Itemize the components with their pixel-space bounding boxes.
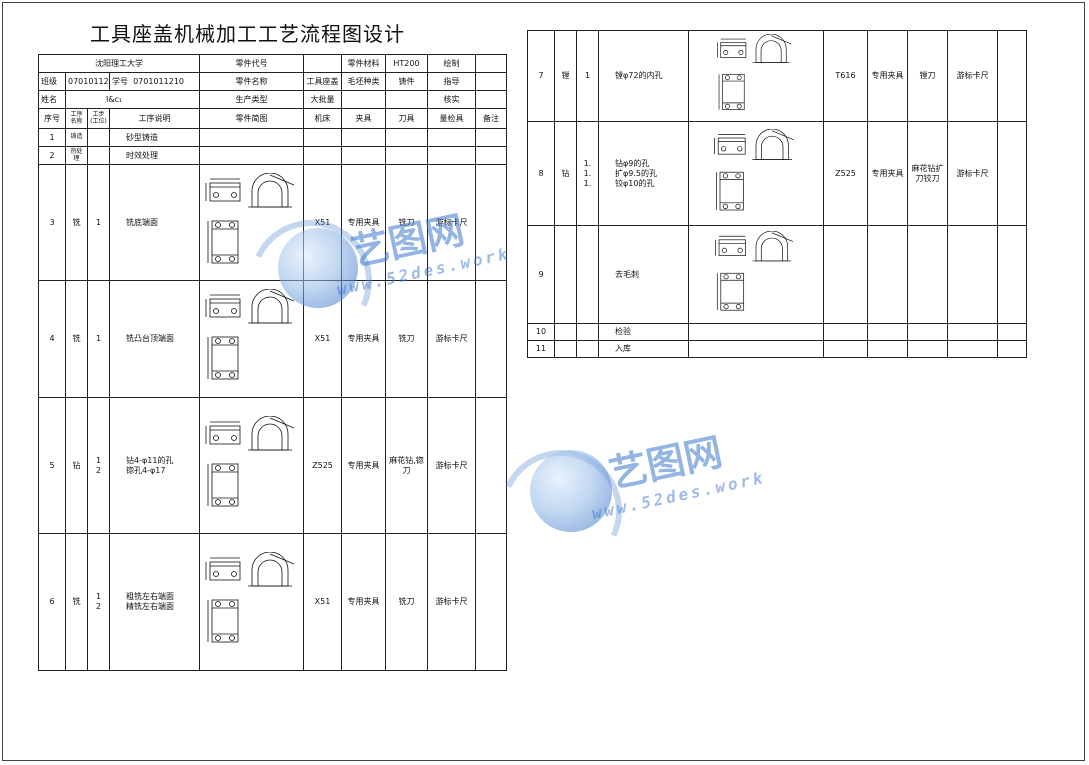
part-sketch <box>688 30 824 122</box>
part-code-value <box>303 54 342 73</box>
table-row: 3 铣 1 铣底端面 X51 专用夹具 铣刀 游标卡尺 <box>38 164 507 281</box>
name-label: 姓名 <box>38 90 66 109</box>
col-tool: 刀具 <box>385 108 428 129</box>
part-code-label: 零件代号 <box>199 54 304 73</box>
material-value: HT200 <box>385 54 428 73</box>
table-row: 11 入库 <box>527 340 1027 358</box>
class-label: 班级 <box>38 72 66 91</box>
col-seq: 序号 <box>38 108 66 129</box>
blank-label: 毛坯种类 <box>341 72 386 91</box>
part-sketch <box>199 164 304 281</box>
university-cell: 沈阳理工大学 <box>38 54 200 73</box>
instructor-value <box>475 72 507 91</box>
col-machine: 机床 <box>303 108 342 129</box>
table-row: 7 镗 1 镗φ72的内孔 T616 专用夹具 镗刀 游标卡尺 <box>527 30 1027 122</box>
blank-filler <box>341 90 386 109</box>
class-value: 07010112 <box>65 72 110 91</box>
part-sketch-drawing <box>714 128 794 210</box>
review-label: 核实 <box>427 90 476 109</box>
col-sketch: 零件简图 <box>199 108 304 129</box>
blank-filler <box>385 90 428 109</box>
blank-value: 铸件 <box>385 72 428 91</box>
part-sketch-drawing <box>717 34 792 110</box>
col-desc: 工序说明 <box>109 108 200 129</box>
part-sketch-drawing <box>205 289 294 380</box>
drawn-label: 绘制 <box>427 54 476 73</box>
part-sketch-drawing <box>205 552 294 643</box>
part-sketch <box>688 121 824 226</box>
prod-type-value: 大批量 <box>303 90 342 109</box>
page-title: 工具座盖机械加工工艺流程图设计 <box>90 22 405 46</box>
review-value <box>475 90 507 109</box>
process-table-left: 沈阳理工大学 零件代号 零件材料 HT200 绘制 班级 07010112 学号… <box>38 54 507 671</box>
col-fixture: 夹具 <box>341 108 386 129</box>
part-sketch-drawing <box>715 230 794 311</box>
table-row: 9 去毛刺 <box>527 225 1027 324</box>
table-row: 4 铣 1 铣凸台顶端面 X51 专用夹具 铣刀 游标卡尺 <box>38 280 507 398</box>
part-sketch <box>688 225 824 324</box>
table-row: 8 钻 1.1.1. 钻φ9的孔扩φ9.5的孔铰φ10的孔 Z525 专用夹具 … <box>527 121 1027 226</box>
table-row: 10 检验 <box>527 323 1027 341</box>
table-row: 1 铸造 砂型铸造 <box>38 128 507 147</box>
instructor-label: 指导 <box>427 72 476 91</box>
part-name-label: 零件名称 <box>199 72 304 91</box>
table-row: 2 热处理 时效处理 <box>38 146 507 165</box>
col-remark: 备注 <box>475 108 507 129</box>
student-no-cell: 学号 0701011210 <box>109 72 200 91</box>
col-op-name: 工序名称 <box>65 108 88 129</box>
process-table-right: 7 镗 1 镗φ72的内孔 T616 专用夹具 镗刀 游标卡尺 8 钻 1.1.… <box>527 30 1027 358</box>
part-sketch-drawing <box>205 415 294 506</box>
col-step: 工步(工位) <box>87 108 110 129</box>
prod-type-label: 生产类型 <box>199 90 304 109</box>
part-name-value: 工具座盖 <box>303 72 342 91</box>
part-sketch-drawing <box>205 172 294 263</box>
material-label: 零件材料 <box>341 54 386 73</box>
part-sketch <box>199 280 304 398</box>
drawn-value <box>475 54 507 73</box>
col-gauge: 量检具 <box>427 108 476 129</box>
part-sketch <box>199 533 304 671</box>
part-sketch <box>199 397 304 534</box>
name-value: I&c₁ <box>65 90 200 109</box>
